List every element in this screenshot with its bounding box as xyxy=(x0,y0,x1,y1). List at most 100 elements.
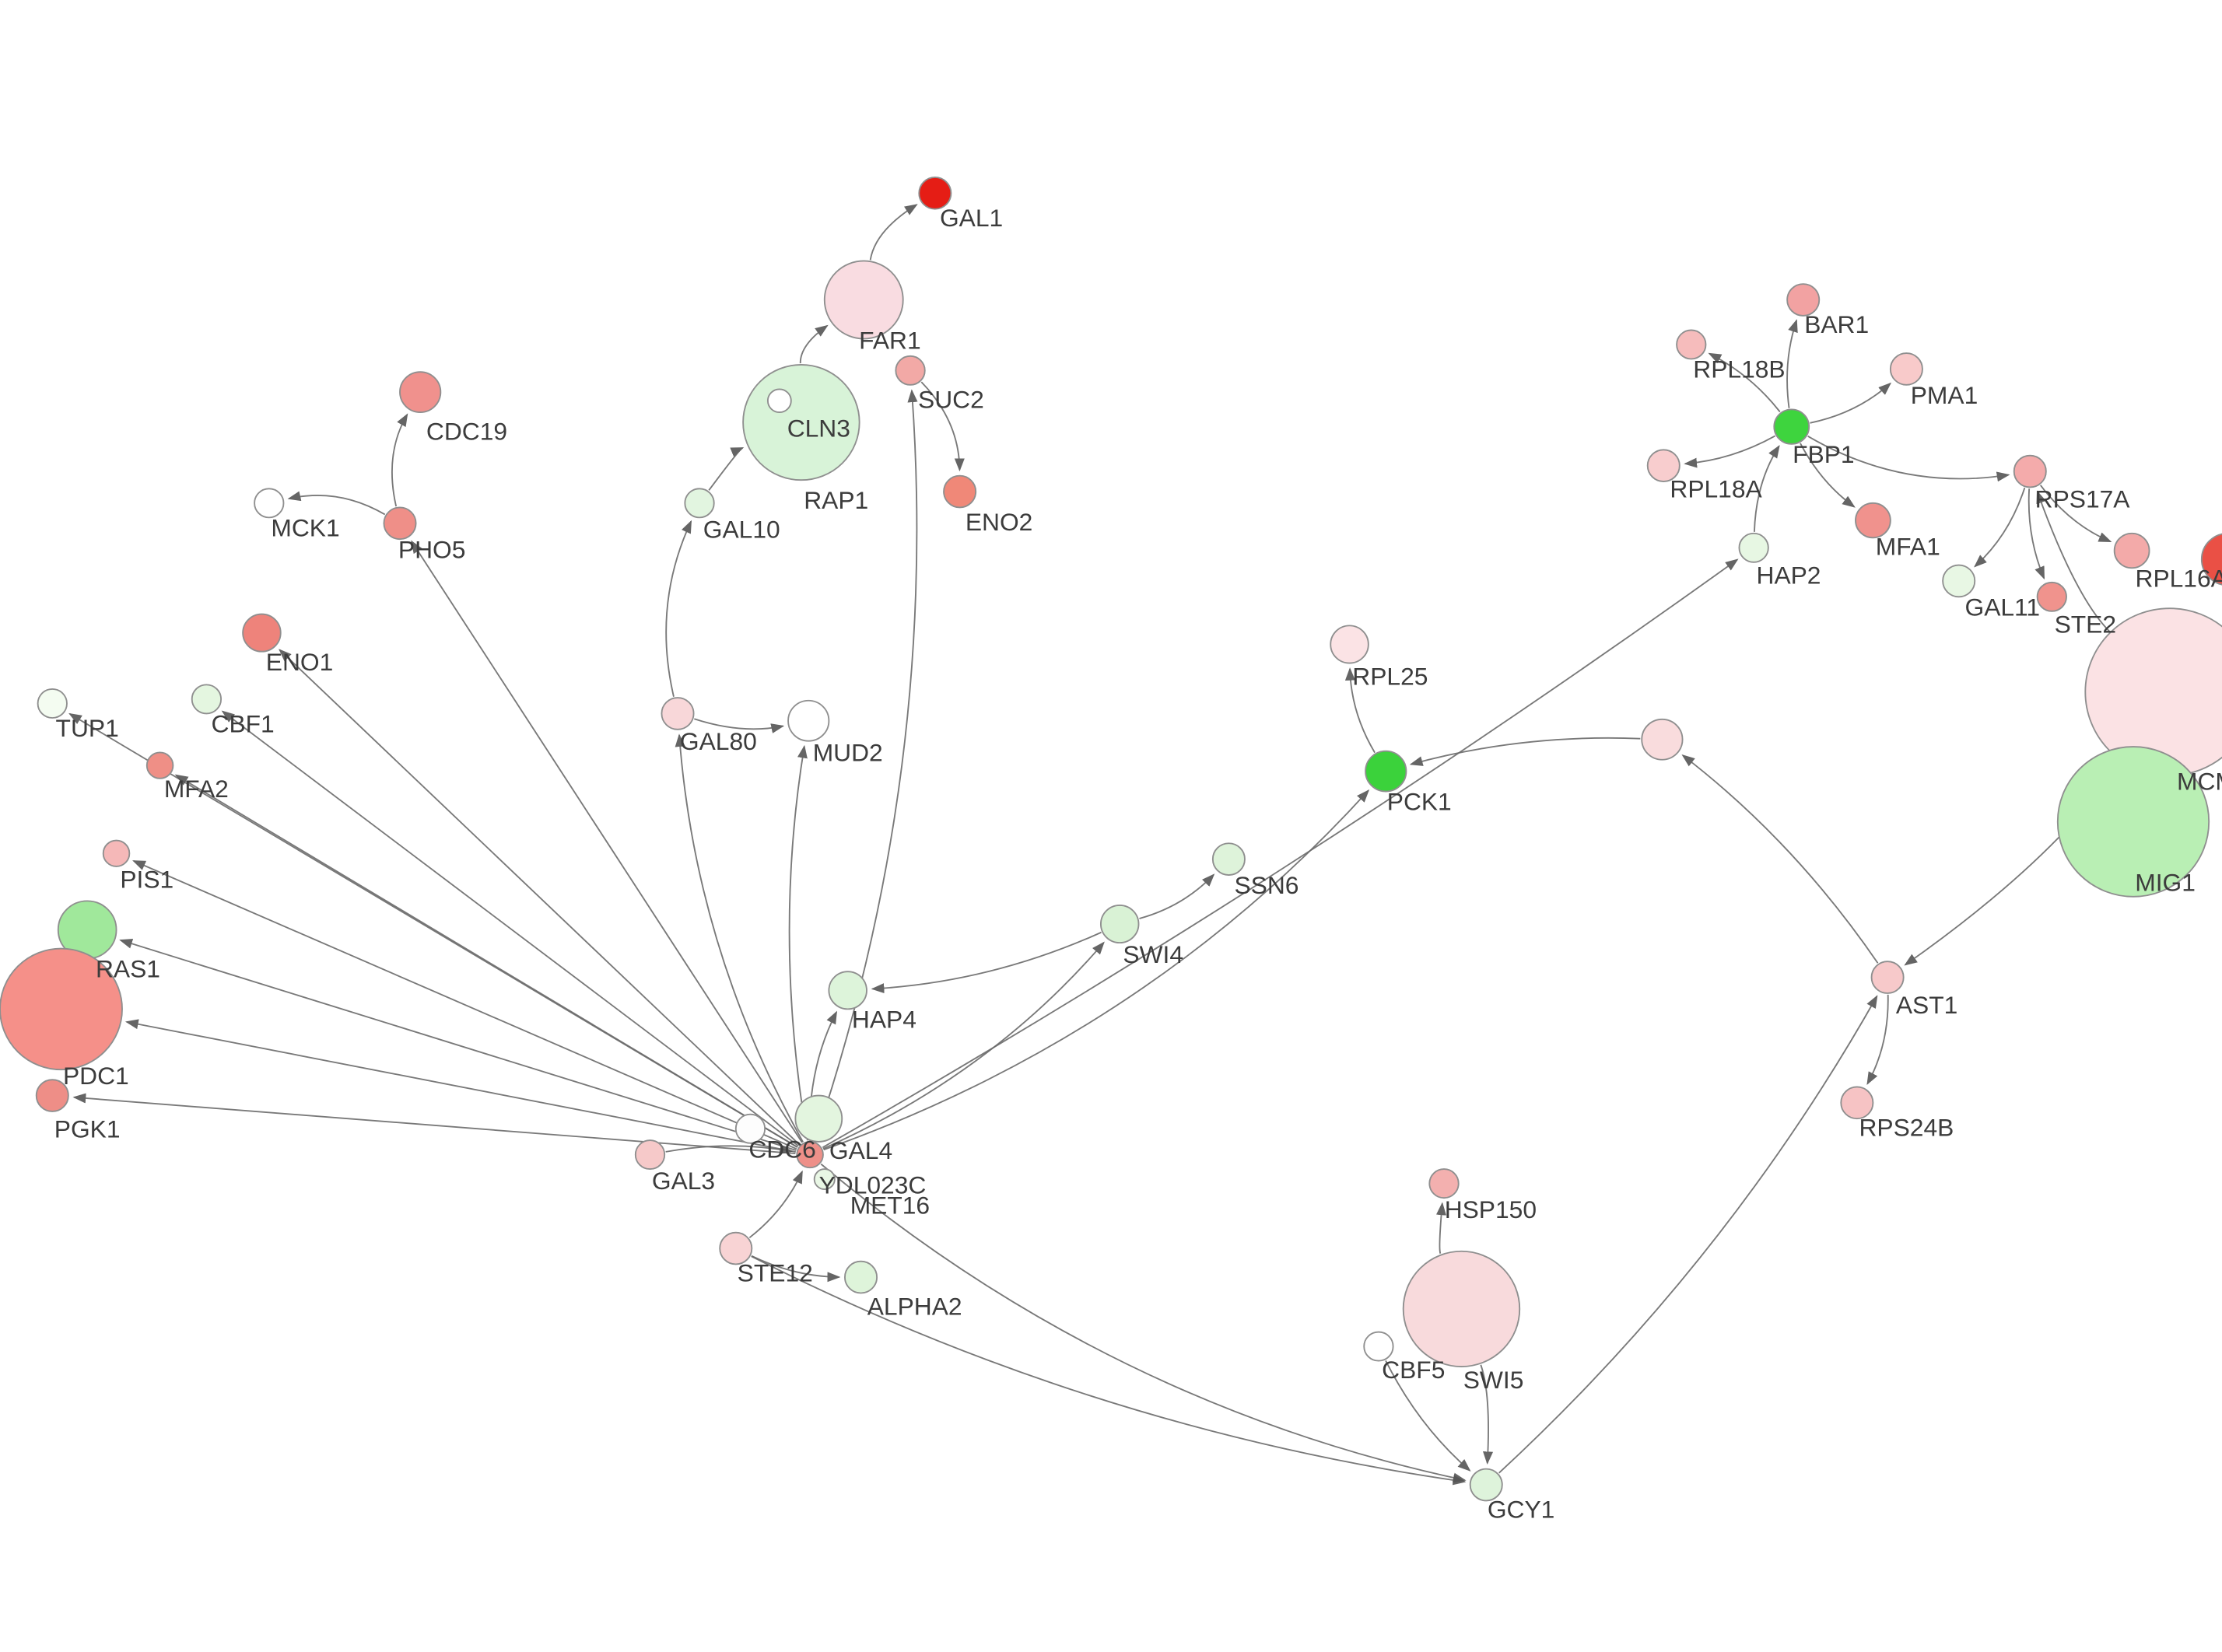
node-hap4[interactable] xyxy=(828,971,867,1010)
edge-pho5-mck1[interactable] xyxy=(287,491,386,516)
edge-gal4-pho5[interactable] xyxy=(411,540,803,1143)
edge-cln3-far1[interactable] xyxy=(799,324,829,364)
node-mck1[interactable] xyxy=(254,488,285,519)
node-bar1[interactable] xyxy=(1786,283,1821,317)
node-pgk1[interactable] xyxy=(35,1079,69,1112)
edge-cbf5-gcy1[interactable] xyxy=(1385,1360,1471,1472)
node-his4[interactable] xyxy=(2200,533,2222,586)
edge-rps17a-ste2[interactable] xyxy=(2027,488,2045,580)
node-label-eno2: ENO2 xyxy=(966,508,1032,536)
node-mfa1[interactable] xyxy=(1855,502,1891,539)
edge-pho5-cdc19[interactable] xyxy=(391,413,408,507)
node-cbf1[interactable] xyxy=(191,684,223,715)
node-rap1[interactable] xyxy=(766,388,792,413)
edge-gal3-gal4[interactable] xyxy=(665,1144,794,1155)
node-rpl25[interactable] xyxy=(1330,625,1369,664)
node-gal10[interactable] xyxy=(684,488,715,519)
node-gal1[interactable] xyxy=(918,177,952,210)
node-pck1[interactable] xyxy=(1365,750,1407,793)
edge-gal4-pdc1[interactable] xyxy=(124,1019,796,1153)
node-swi4[interactable] xyxy=(1099,905,1140,944)
edge-gal10-cln3[interactable] xyxy=(708,446,745,491)
node-far1[interactable] xyxy=(823,260,904,340)
edge-gal80-gal10[interactable] xyxy=(665,520,692,697)
edge-swi5-gcy1[interactable] xyxy=(1480,1364,1494,1465)
edge-fbp1-mfa1[interactable] xyxy=(1800,443,1856,508)
node-tup1[interactable] xyxy=(37,688,68,719)
edge-gal4-ras1[interactable] xyxy=(119,939,797,1151)
node-cln3[interactable] xyxy=(742,363,860,481)
node-gal3[interactable] xyxy=(634,1139,666,1171)
node-pdc1[interactable] xyxy=(0,947,123,1071)
node-rpl18b[interactable] xyxy=(1676,329,1707,360)
edge-gal4-gcy1[interactable] xyxy=(820,1163,1467,1483)
edge-mcm1-rps17a[interactable] xyxy=(2036,490,2110,632)
node-met16[interactable] xyxy=(813,1168,836,1190)
node-rpl16a[interactable] xyxy=(2113,532,2150,569)
edge-fbp1-rpl18b[interactable] xyxy=(1708,352,1781,413)
node-ste12[interactable] xyxy=(719,1231,753,1265)
edge-gal4-gal80[interactable] xyxy=(675,733,804,1143)
node-unl1[interactable] xyxy=(1641,718,1684,761)
edge-suc2-eno2[interactable] xyxy=(920,381,965,472)
edge-ste12-gal4[interactable] xyxy=(748,1170,803,1239)
edge-hap2-fbp1[interactable] xyxy=(1753,445,1780,532)
edge-ste12-gcy1[interactable] xyxy=(751,1255,1467,1486)
node-mig1[interactable] xyxy=(2056,746,2210,898)
edge-ste12-alpha2[interactable] xyxy=(751,1255,841,1283)
node-fbp1[interactable] xyxy=(1773,408,1810,445)
node-gal4[interactable] xyxy=(796,1140,824,1169)
edge-ast1-unl1[interactable] xyxy=(1681,754,1879,964)
node-rps24b[interactable] xyxy=(1840,1086,1874,1120)
edge-gal4-cbf1[interactable] xyxy=(221,710,799,1147)
edge-fbp1-pma1[interactable] xyxy=(1810,382,1892,424)
edge-gal4-pck1[interactable] xyxy=(823,789,1370,1151)
node-ast1[interactable] xyxy=(1870,961,1905,994)
node-rpl18a[interactable] xyxy=(1646,449,1681,482)
node-ydl023c[interactable] xyxy=(794,1094,843,1143)
edge-unl1-pck1[interactable] xyxy=(1409,737,1641,766)
node-cbf5[interactable] xyxy=(1363,1331,1394,1362)
node-eno1[interactable] xyxy=(242,613,282,653)
edge-fbp1-bar1[interactable] xyxy=(1786,319,1798,408)
edge-gal4-pis1[interactable] xyxy=(132,860,797,1150)
node-hap2[interactable] xyxy=(1738,532,1769,563)
node-rps17a[interactable] xyxy=(2013,454,2047,488)
edge-gcy1-ast1[interactable] xyxy=(1498,995,1878,1474)
node-eno2[interactable] xyxy=(943,474,977,509)
node-swi5[interactable] xyxy=(1402,1250,1521,1367)
edge-gal4-hap2[interactable] xyxy=(822,558,1739,1149)
node-gcy1[interactable] xyxy=(1469,1468,1503,1502)
node-suc2[interactable] xyxy=(895,355,926,386)
node-mfa2[interactable] xyxy=(145,751,174,779)
edge-swi4-ssn6[interactable] xyxy=(1139,873,1215,919)
edge-rps17a-gal11[interactable] xyxy=(1974,487,2026,568)
edge-gal4-suc2[interactable] xyxy=(814,389,918,1142)
edge-fbp1-rpl18a[interactable] xyxy=(1684,435,1776,468)
edge-swi5-hsp150[interactable] xyxy=(1435,1202,1447,1255)
node-cdc6[interactable] xyxy=(734,1113,766,1144)
edge-gal4-eno1[interactable] xyxy=(279,649,801,1146)
node-gal11[interactable] xyxy=(1942,564,1976,598)
edge-ast1-rps24b[interactable] xyxy=(1866,994,1889,1086)
node-pma1[interactable] xyxy=(1889,352,1923,386)
node-pis1[interactable] xyxy=(102,839,131,867)
node-hsp150[interactable] xyxy=(1428,1168,1460,1199)
edge-gal4-pgk1[interactable] xyxy=(72,1093,796,1155)
node-ste2[interactable] xyxy=(2036,581,2067,612)
edge-gal4-mfa2[interactable] xyxy=(174,774,798,1148)
edge-rps17a-rpl16a[interactable] xyxy=(2039,485,2112,543)
edge-pck1-rpl25[interactable] xyxy=(1344,667,1376,754)
node-alpha2[interactable] xyxy=(844,1260,878,1294)
edge-fbp1-rps17a[interactable] xyxy=(1807,436,2010,482)
edge-swi4-hap4[interactable] xyxy=(871,931,1102,994)
node-gal80[interactable] xyxy=(661,697,695,730)
edge-far1-gal1[interactable] xyxy=(869,204,918,261)
node-ssn6[interactable] xyxy=(1211,842,1246,876)
edge-gal80-mud2[interactable] xyxy=(694,718,785,733)
node-mud2[interactable] xyxy=(787,699,830,742)
edge-gal4-mud2[interactable] xyxy=(788,744,808,1141)
node-pho5[interactable] xyxy=(383,506,417,541)
node-cdc19[interactable] xyxy=(399,371,442,413)
edge-gal4-swi4[interactable] xyxy=(822,941,1105,1150)
